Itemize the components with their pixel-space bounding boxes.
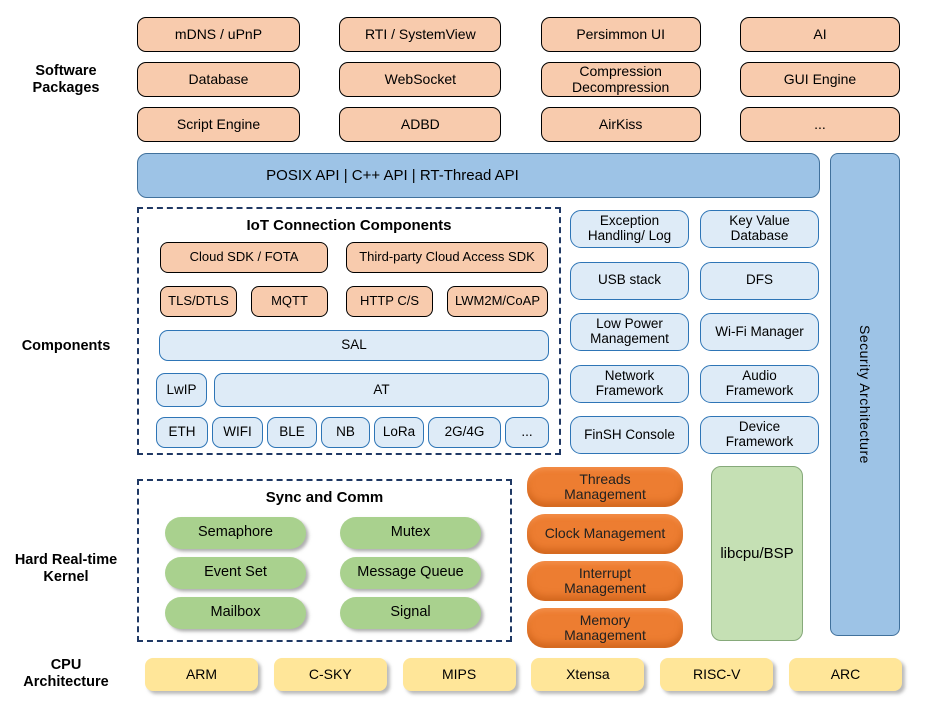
libcpu-bsp-box: libcpu/BSP [711,466,803,641]
kernel-box-mutex: Mutex [340,517,481,549]
sync-grid: Semaphore Mutex Event Set Message Queue … [165,517,481,629]
sync-and-comm-title: Sync and Comm [265,489,384,506]
package-box-gui-engine: GUI Engine [739,62,900,97]
component-box-audio-framework: Audio Framework [700,364,819,403]
component-box-finsh-console: FinSH Console [570,416,689,454]
iot-connection-components-box: IoT Connection Components Cloud SDK / FO… [137,207,561,455]
component-box-usb-stack: USB stack [570,261,689,300]
iot-box-at: AT [214,373,549,407]
component-box-key-value-db: Key Value Database [700,210,819,248]
kernel-box-event-set: Event Set [165,557,306,589]
components-grid: Exception Handling/ Log Key Value Databa… [570,210,819,454]
package-box-airkiss: AirKiss [540,107,701,142]
iot-box-mqtt: MQTT [251,286,328,317]
component-box-dfs: DFS [700,261,819,300]
component-box-network-framework: Network Framework [570,364,689,403]
kernel-box-mailbox: Mailbox [165,597,306,629]
sync-and-comm-box: Sync and Comm Semaphore Mutex Event Set … [137,479,512,642]
iot-box-2g4g: 2G/4G [428,417,501,448]
kernel-box-message-queue: Message Queue [340,557,481,589]
section-label-cpu-architecture: CPU Architecture [23,657,109,691]
api-bar: POSIX API | C++ API | RT-Thread API [137,153,820,198]
package-box-script-engine: Script Engine [137,107,300,142]
component-box-wifi-manager: Wi-Fi Manager [700,313,819,351]
iot-box-cloud-sdk-fota: Cloud SDK / FOTA [160,242,328,273]
package-box-more: ... [739,107,900,142]
software-packages-grid: mDNS / uPnP RTI / SystemView Persimmon U… [137,17,900,142]
section-label-components: Components [21,338,111,354]
iot-box-sal: SAL [159,330,549,361]
package-box-persimmon-ui: Persimmon UI [540,17,701,52]
iot-box-wifi: WIFI [212,417,263,448]
iot-box-ble: BLE [267,417,317,448]
iot-box-lora: LoRa [374,417,424,448]
kernel-box-interrupt-management: Interrupt Management [527,561,683,601]
iot-box-http-cs: HTTP C/S [346,286,433,317]
cpu-box-arm: ARM [145,658,258,691]
iot-box-title: IoT Connection Components [246,217,452,234]
iot-box-third-party-sdk: Third-party Cloud Access SDK [346,242,548,273]
security-architecture-bar: Security Architecture [830,153,900,636]
section-label-software-packages: Software Packages [32,63,100,97]
iot-box-more: ... [505,417,549,448]
package-box-database: Database [137,62,300,97]
package-box-mdns-upnp: mDNS / uPnP [137,17,300,52]
component-box-exception-log: Exception Handling/ Log [570,210,689,248]
package-box-rti-systemview: RTI / SystemView [339,17,502,52]
section-label-kernel: Hard Real-time Kernel [14,552,118,586]
cpu-box-xtensa: Xtensa [531,658,645,691]
package-box-compression: Compression Decompression [540,62,701,97]
package-box-adbd: ADBD [339,107,502,142]
kernel-management-column: Threads Management Clock Management Inte… [527,467,683,648]
iot-box-nb: NB [321,417,370,448]
cpu-architecture-row: ARM C-SKY MIPS Xtensa RISC-V ARC [145,658,902,691]
iot-box-eth: ETH [156,417,208,448]
kernel-box-threads-management: Threads Management [527,467,683,507]
cpu-box-mips: MIPS [402,658,516,691]
component-box-low-power: Low Power Management [570,313,689,351]
iot-box-lwm2m-coap: LWM2M/CoAP [447,286,548,317]
package-box-ai: AI [739,17,900,52]
cpu-box-c-sky: C-SKY [273,658,387,691]
kernel-box-clock-management: Clock Management [527,514,683,554]
component-box-device-framework: Device Framework [700,416,819,454]
package-box-websocket: WebSocket [339,62,502,97]
iot-box-tls-dtls: TLS/DTLS [160,286,237,317]
cpu-box-risc-v: RISC-V [660,658,774,691]
cpu-box-arc: ARC [788,658,902,691]
iot-box-lwip: LwIP [156,373,207,407]
kernel-box-memory-management: Memory Management [527,608,683,648]
kernel-box-signal: Signal [340,597,481,629]
kernel-box-semaphore: Semaphore [165,517,306,549]
